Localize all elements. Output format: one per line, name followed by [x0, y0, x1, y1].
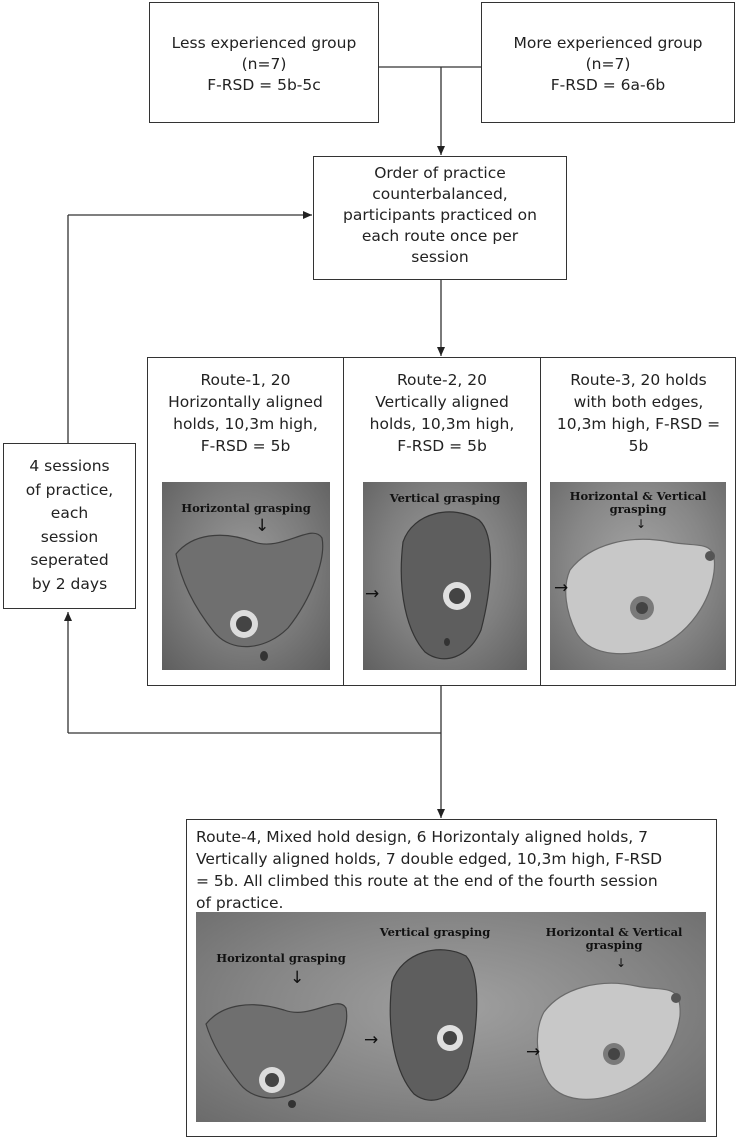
route-3-line: 5b	[628, 437, 649, 455]
route-3-photo-label-line: Horizontal & Vertical	[569, 489, 707, 503]
right-arrow-icon: →	[364, 1030, 379, 1050]
less-group-title: Less experienced group	[171, 34, 357, 52]
less-experienced-group-box	[149, 2, 379, 123]
horizontal-hold-icon	[205, 1003, 348, 1108]
route-1-line: holds, 10,3m high,	[173, 415, 318, 433]
route-4-line: Vertically aligned holds, 7 double edged…	[196, 850, 663, 868]
route-2-line: Vertically aligned	[375, 393, 509, 411]
down-arrow-icon: ↓	[636, 517, 647, 531]
route-2-hold-photo: Vertical grasping →	[363, 482, 527, 670]
more-group-title: More experienced group	[513, 34, 703, 52]
more-experienced-group-box	[481, 2, 735, 123]
dual-edge-hold-icon	[536, 982, 681, 1100]
order-of-practice-text: Order of practice counterbalanced, parti…	[313, 163, 567, 268]
route-3-photo-label-line: grasping	[609, 502, 667, 516]
route-4-line: of practice.	[196, 894, 284, 912]
sessions-line: session	[40, 527, 99, 546]
sessions-line: by 2 days	[31, 574, 108, 593]
less-experienced-group-text: Less experienced group (n=7) F-RSD = 5b-…	[149, 33, 379, 96]
less-group-grade: F-RSD = 5b-5c	[207, 76, 321, 94]
route-4-holds	[205, 949, 681, 1108]
route-4-photo-label-dual: Horizontal & Vertical grasping	[526, 926, 702, 952]
vertical-hold-icon	[389, 949, 478, 1101]
order-line: participants practiced on	[343, 206, 537, 224]
vertical-hold-icon	[400, 511, 492, 660]
down-arrow-icon: ↓	[255, 516, 270, 536]
order-line: counterbalanced,	[372, 185, 508, 203]
route-4-line: = 5b. All climbed this route at the end …	[196, 872, 658, 890]
more-experienced-group-text: More experienced group (n=7) F-RSD = 6a-…	[481, 33, 735, 96]
right-arrow-icon: →	[526, 1042, 541, 1062]
order-line: Order of practice	[374, 164, 506, 182]
route-4-photo-label-dual-line: Horizontal & Vertical	[545, 925, 683, 939]
route-4-photo-label-dual-line: grasping	[585, 938, 643, 952]
route-3-line: Route-3, 20 holds	[570, 371, 707, 389]
order-line: each route once per	[361, 227, 519, 245]
route-4-line: Route-4, Mixed hold design, 6 Horizontal…	[196, 828, 648, 846]
route-2-text: Route-2, 20 Vertically aligned holds, 10…	[344, 369, 540, 457]
route-1-photo-label: Horizontal grasping	[181, 501, 311, 515]
route-1-line: Horizontally aligned	[168, 393, 323, 411]
route-1-line: F-RSD = 5b	[200, 437, 291, 455]
route-divider	[540, 357, 541, 686]
route-4-photo-label-horizontal: Horizontal grasping	[216, 951, 346, 965]
route-1-hold-photo: Horizontal grasping ↓	[162, 482, 330, 670]
route-divider	[343, 357, 344, 686]
more-group-grade: F-RSD = 6a-6b	[550, 76, 666, 94]
route-2-line: Route-2, 20	[396, 371, 488, 389]
sessions-box	[3, 443, 136, 609]
route-4-photo-label-vertical: Vertical grasping	[379, 925, 491, 939]
sessions-text: 4 sessions of practice, each session sep…	[3, 455, 136, 596]
route-3-text: Route-3, 20 holds with both edges, 10,3m…	[541, 369, 736, 457]
down-arrow-icon: ↓	[616, 956, 627, 970]
route-2-photo-label: Vertical grasping	[389, 491, 501, 505]
right-arrow-icon: →	[554, 578, 569, 598]
route-2-line: F-RSD = 5b	[397, 437, 487, 455]
sessions-line: of practice,	[25, 480, 114, 499]
route-3-hold-photo: Horizontal & Vertical grasping ↓ →	[550, 482, 726, 670]
horizontal-hold-icon	[175, 532, 324, 661]
route-2-line: holds, 10,3m high,	[369, 415, 515, 433]
sessions-line: each	[50, 504, 89, 522]
less-group-count: (n=7)	[241, 55, 287, 73]
route-3-line: with both edges,	[573, 393, 704, 411]
sessions-line: 4 sessions	[29, 457, 110, 475]
route-1-line: Route-1, 20	[200, 371, 291, 389]
order-line: session	[411, 248, 469, 266]
down-arrow-icon: ↓	[290, 968, 305, 988]
sessions-line: seperated	[30, 551, 109, 569]
route-3-line: 10,3m high, F-RSD =	[556, 415, 721, 433]
route-1-text: Route-1, 20 Horizontally aligned holds, …	[148, 369, 343, 457]
dual-edge-hold-icon	[565, 538, 716, 655]
more-group-count: (n=7)	[585, 55, 631, 73]
order-of-practice-box	[313, 156, 567, 280]
route-4-holds-photo: Horizontal grasping ↓ Vertical grasping …	[196, 912, 706, 1122]
route-3-photo-label: Horizontal & Vertical grasping	[550, 490, 726, 516]
route-4-text: Route-4, Mixed hold design, 6 Horizontal…	[196, 826, 712, 914]
right-arrow-icon: →	[365, 584, 380, 604]
